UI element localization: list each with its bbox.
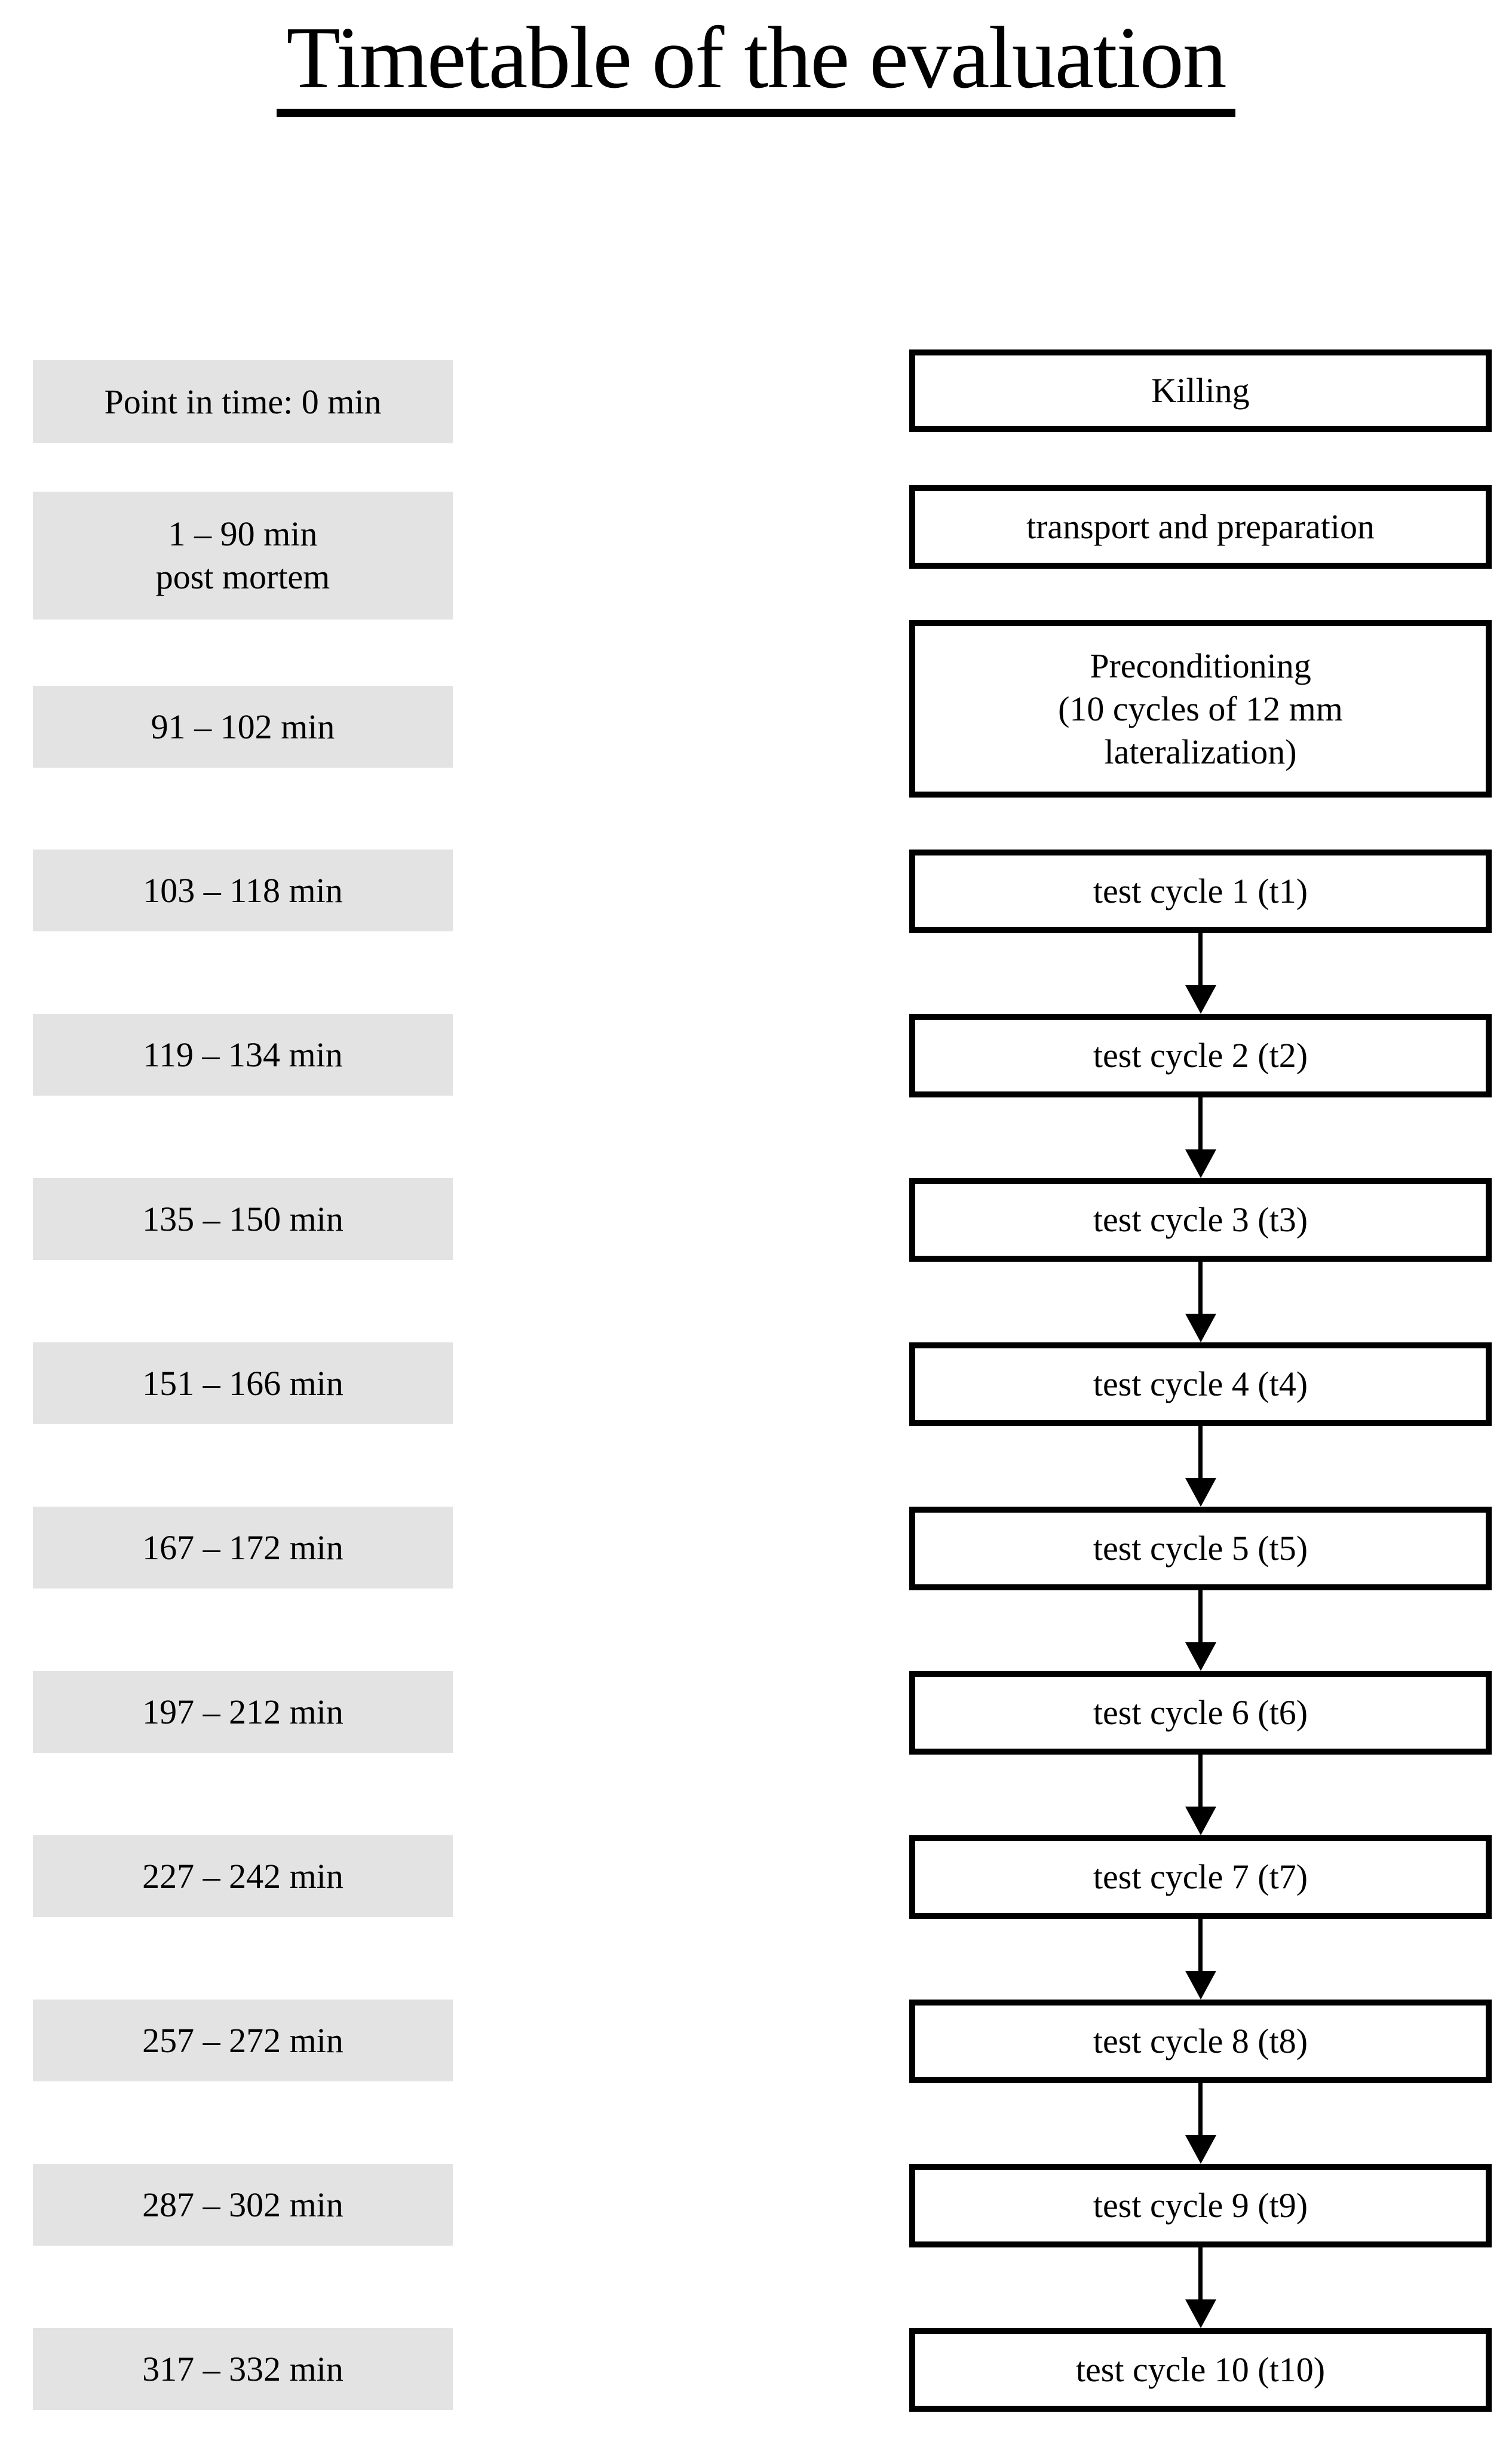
arrow-head	[1185, 985, 1216, 1014]
step-label: transport and preparation	[1026, 507, 1375, 546]
step-label: test cycle 5 (t5)	[1093, 1529, 1308, 1568]
arrow-head	[1185, 1314, 1216, 1342]
time-label-box: 119 – 134 min	[33, 1014, 453, 1096]
time-label: 151 – 166 min	[142, 1363, 344, 1403]
time-label-box: Point in time: 0 min	[33, 360, 453, 443]
step-box-test-cycle-3: test cycle 3 (t3)	[909, 1178, 1492, 1262]
time-label: 287 – 302 min	[142, 2185, 344, 2224]
title-block: Timetable of the evaluation	[0, 10, 1512, 117]
arrow-stem	[1198, 2083, 1203, 2135]
time-label: 257 – 272 min	[142, 2020, 344, 2060]
time-label: 317 – 332 min	[142, 2349, 344, 2388]
time-label-line2: post mortem	[155, 557, 330, 596]
time-label-box: 151 – 166 min	[33, 1342, 453, 1424]
step-label: test cycle 9 (t9)	[1093, 2186, 1308, 2225]
step-box-preconditioning: Preconditioning (10 cycles of 12 mm late…	[909, 620, 1492, 798]
time-label-box: 167 – 172 min	[33, 1507, 453, 1589]
step-label: test cycle 8 (t8)	[1093, 2022, 1308, 2060]
time-label-box: 227 – 242 min	[33, 1835, 453, 1917]
arrow-head	[1185, 2135, 1216, 2164]
arrow-head	[1185, 1971, 1216, 2000]
step-box-test-cycle-8: test cycle 8 (t8)	[909, 2000, 1492, 2083]
arrow-stem	[1198, 1097, 1203, 1149]
arrow-head	[1185, 1807, 1216, 1835]
step-box-test-cycle-9: test cycle 9 (t9)	[909, 2164, 1492, 2247]
arrow-stem	[1198, 1590, 1203, 1642]
time-label: Point in time: 0 min	[104, 382, 382, 421]
time-label-box: 103 – 118 min	[33, 850, 453, 931]
step-label: Preconditioning	[1090, 646, 1311, 685]
step-box-test-cycle-10: test cycle 10 (t10)	[909, 2328, 1492, 2412]
time-label-box: 287 – 302 min	[33, 2164, 453, 2246]
flow-arrow-icon	[1185, 1590, 1216, 1671]
arrow-stem	[1198, 1755, 1203, 1807]
time-label-box: 197 – 212 min	[33, 1671, 453, 1753]
arrow-stem	[1198, 1919, 1203, 1971]
step-label: test cycle 1 (t1)	[1093, 872, 1308, 910]
arrow-stem	[1198, 1426, 1203, 1478]
step-box-test-cycle-4: test cycle 4 (t4)	[909, 1342, 1492, 1426]
step-label: test cycle 7 (t7)	[1093, 1857, 1308, 1896]
time-label: 135 – 150 min	[142, 1199, 344, 1238]
time-label: 227 – 242 min	[142, 1856, 344, 1896]
flow-arrow-icon	[1185, 1426, 1216, 1507]
step-box-transport: transport and preparation	[909, 485, 1492, 569]
step-label: test cycle 10 (t10)	[1075, 2350, 1326, 2389]
flow-arrow-icon	[1185, 2247, 1216, 2328]
arrow-stem	[1198, 1262, 1203, 1314]
flow-arrow-icon	[1185, 2083, 1216, 2164]
time-label: 103 – 118 min	[143, 870, 343, 910]
time-label: 1 – 90 min	[168, 514, 318, 553]
time-label-box: 91 – 102 min	[33, 686, 453, 768]
step-box-test-cycle-5: test cycle 5 (t5)	[909, 1507, 1492, 1590]
step-label: test cycle 3 (t3)	[1093, 1200, 1308, 1239]
step-box-test-cycle-2: test cycle 2 (t2)	[909, 1014, 1492, 1097]
time-label: 197 – 212 min	[142, 1692, 344, 1731]
step-label: Killing	[1151, 371, 1250, 410]
arrow-head	[1185, 1149, 1216, 1178]
time-label-box: 257 – 272 min	[33, 2000, 453, 2081]
arrow-stem	[1198, 933, 1203, 985]
page-title: Timetable of the evaluation	[277, 10, 1235, 117]
arrow-head	[1185, 1642, 1216, 1671]
step-label-line2: (10 cycles of 12 mm	[1058, 689, 1343, 728]
step-label-line3: lateralization)	[1104, 732, 1297, 771]
flow-arrow-icon	[1185, 1262, 1216, 1342]
time-label: 167 – 172 min	[142, 1528, 344, 1567]
time-label-box: 317 – 332 min	[33, 2328, 453, 2410]
time-label: 119 – 134 min	[143, 1035, 343, 1074]
flow-arrow-icon	[1185, 1919, 1216, 2000]
step-label: test cycle 2 (t2)	[1093, 1036, 1308, 1075]
flow-arrow-icon	[1185, 1755, 1216, 1835]
step-box-test-cycle-7: test cycle 7 (t7)	[909, 1835, 1492, 1919]
time-label-box: 135 – 150 min	[33, 1178, 453, 1260]
step-label: test cycle 6 (t6)	[1093, 1693, 1308, 1732]
time-label-box: 1 – 90 min post mortem	[33, 492, 453, 620]
arrow-stem	[1198, 2247, 1203, 2299]
step-box-test-cycle-6: test cycle 6 (t6)	[909, 1671, 1492, 1755]
step-box-test-cycle-1: test cycle 1 (t1)	[909, 850, 1492, 933]
step-label: test cycle 4 (t4)	[1093, 1364, 1308, 1403]
arrow-head	[1185, 2299, 1216, 2328]
step-box-killing: Killing	[909, 349, 1492, 432]
arrow-head	[1185, 1478, 1216, 1507]
time-label: 91 – 102 min	[151, 707, 335, 746]
flow-arrow-icon	[1185, 933, 1216, 1014]
flow-arrow-icon	[1185, 1097, 1216, 1178]
